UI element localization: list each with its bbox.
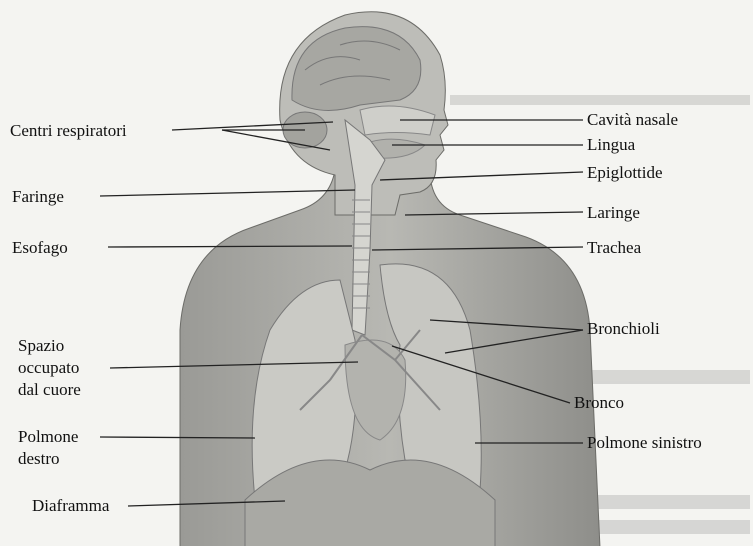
- label-bronchioli: Bronchioli: [587, 318, 660, 339]
- label-esofago: Esofago: [12, 237, 68, 258]
- label-polmone-destro-line2: destro: [18, 448, 60, 469]
- label-faringe: Faringe: [12, 186, 64, 207]
- diaphragm: [245, 460, 495, 546]
- label-spazio-line2: occupato: [18, 357, 79, 378]
- label-centri-respiratori: Centri respiratori: [10, 120, 127, 141]
- label-polmone-destro-line1: Polmone: [18, 426, 78, 447]
- label-laringe: Laringe: [587, 202, 640, 223]
- label-diaframma: Diaframma: [32, 495, 109, 516]
- label-lingua: Lingua: [587, 134, 635, 155]
- label-polmone-sinistro: Polmone sinistro: [587, 432, 702, 453]
- label-spazio-line1: Spazio: [18, 335, 64, 356]
- label-trachea: Trachea: [587, 237, 641, 258]
- label-cavita-nasale: Cavità nasale: [587, 109, 678, 130]
- label-spazio-line3: dal cuore: [18, 379, 81, 400]
- label-bronco: Bronco: [574, 392, 624, 413]
- label-epiglottide: Epiglottide: [587, 162, 663, 183]
